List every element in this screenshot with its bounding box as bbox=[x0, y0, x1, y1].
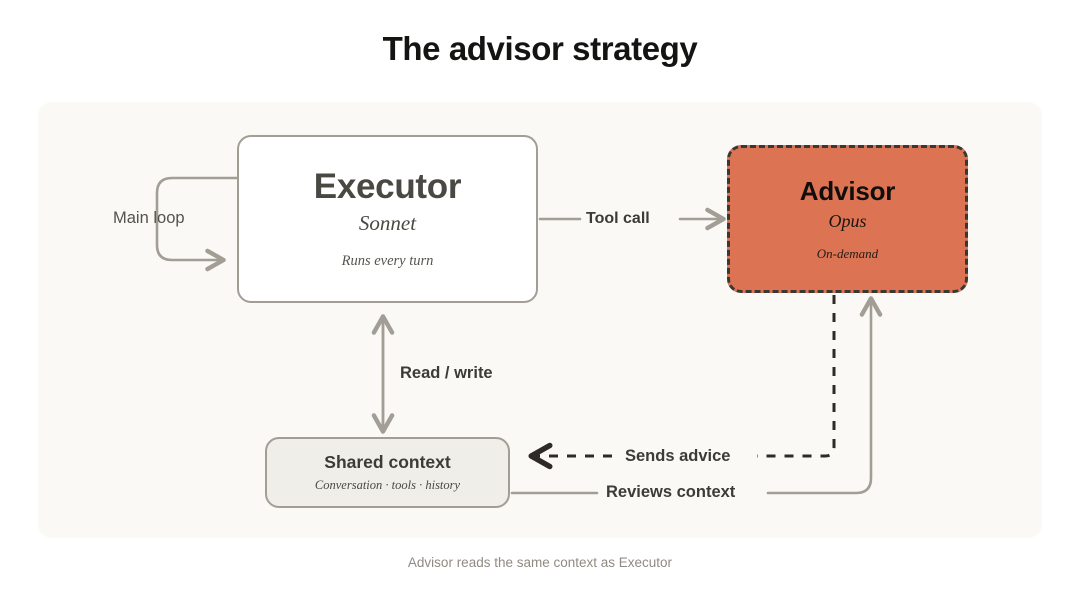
edge-label-main-loop: Main loop bbox=[113, 209, 185, 227]
node-executor-note: Runs every turn bbox=[341, 253, 434, 270]
node-advisor-note: On-demand bbox=[816, 246, 879, 261]
node-advisor-subtitle: Opus bbox=[828, 211, 867, 231]
node-executor-title: Executor bbox=[313, 167, 462, 207]
edge-label-tool-call: Tool call bbox=[586, 210, 650, 227]
edge-label-read-write: Read / write bbox=[400, 364, 493, 382]
edge-label-sends-advice: Sends advice bbox=[625, 447, 731, 465]
edge-label-reviews-context: Reviews context bbox=[606, 483, 736, 501]
node-shared-context[interactable]: Shared context Conversation · tools · hi… bbox=[265, 437, 510, 508]
node-shared-context-subtitle: Conversation · tools · history bbox=[314, 477, 461, 492]
diagram-caption: Advisor reads the same context as Execut… bbox=[407, 555, 673, 570]
page-title: The advisor strategy bbox=[382, 30, 698, 67]
node-executor[interactable]: Executor Sonnet Runs every turn bbox=[237, 135, 538, 303]
node-advisor[interactable]: Advisor Opus On-demand bbox=[727, 145, 968, 293]
node-advisor-title: Advisor bbox=[799, 176, 896, 206]
node-shared-context-title: Shared context bbox=[324, 452, 451, 472]
node-executor-subtitle: Sonnet bbox=[358, 211, 417, 236]
